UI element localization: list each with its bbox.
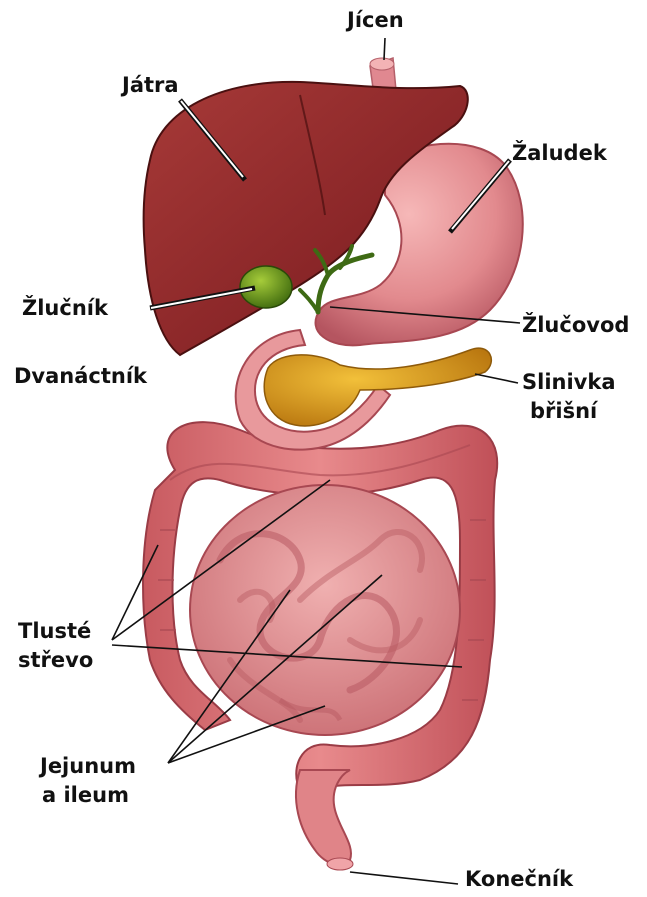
label-jejunum-ileum: Jejunum a ileum: [40, 752, 136, 810]
label-tluste-line1: Tlusté: [18, 617, 93, 646]
label-zlucnik: Žlučník: [22, 295, 108, 321]
pancreas: [264, 348, 491, 426]
leader-slinivka: [475, 374, 518, 383]
label-slinivka-line2: břišní: [522, 397, 616, 426]
label-konecnik: Konečník: [465, 866, 573, 892]
leader-jicen: [384, 38, 385, 60]
small-intestine: [190, 485, 460, 735]
label-tluste-line2: střevo: [18, 646, 93, 675]
label-zlucovod: Žlučovod: [522, 312, 629, 338]
label-jejunum-line2: a ileum: [40, 781, 136, 810]
label-jejunum-line1: Jejunum: [40, 752, 136, 781]
label-slinivka: Slinivka břišní: [522, 368, 616, 426]
label-jatra: Játra: [122, 72, 179, 98]
label-dvanactnik: Dvanáctník: [14, 363, 147, 389]
label-slinivka-line1: Slinivka: [522, 368, 616, 397]
leader-konecnik: [350, 872, 458, 884]
label-tluste-strevo: Tlusté střevo: [18, 617, 93, 675]
label-jicen: Jícen: [347, 7, 404, 33]
label-zaludek: Žaludek: [512, 140, 607, 166]
